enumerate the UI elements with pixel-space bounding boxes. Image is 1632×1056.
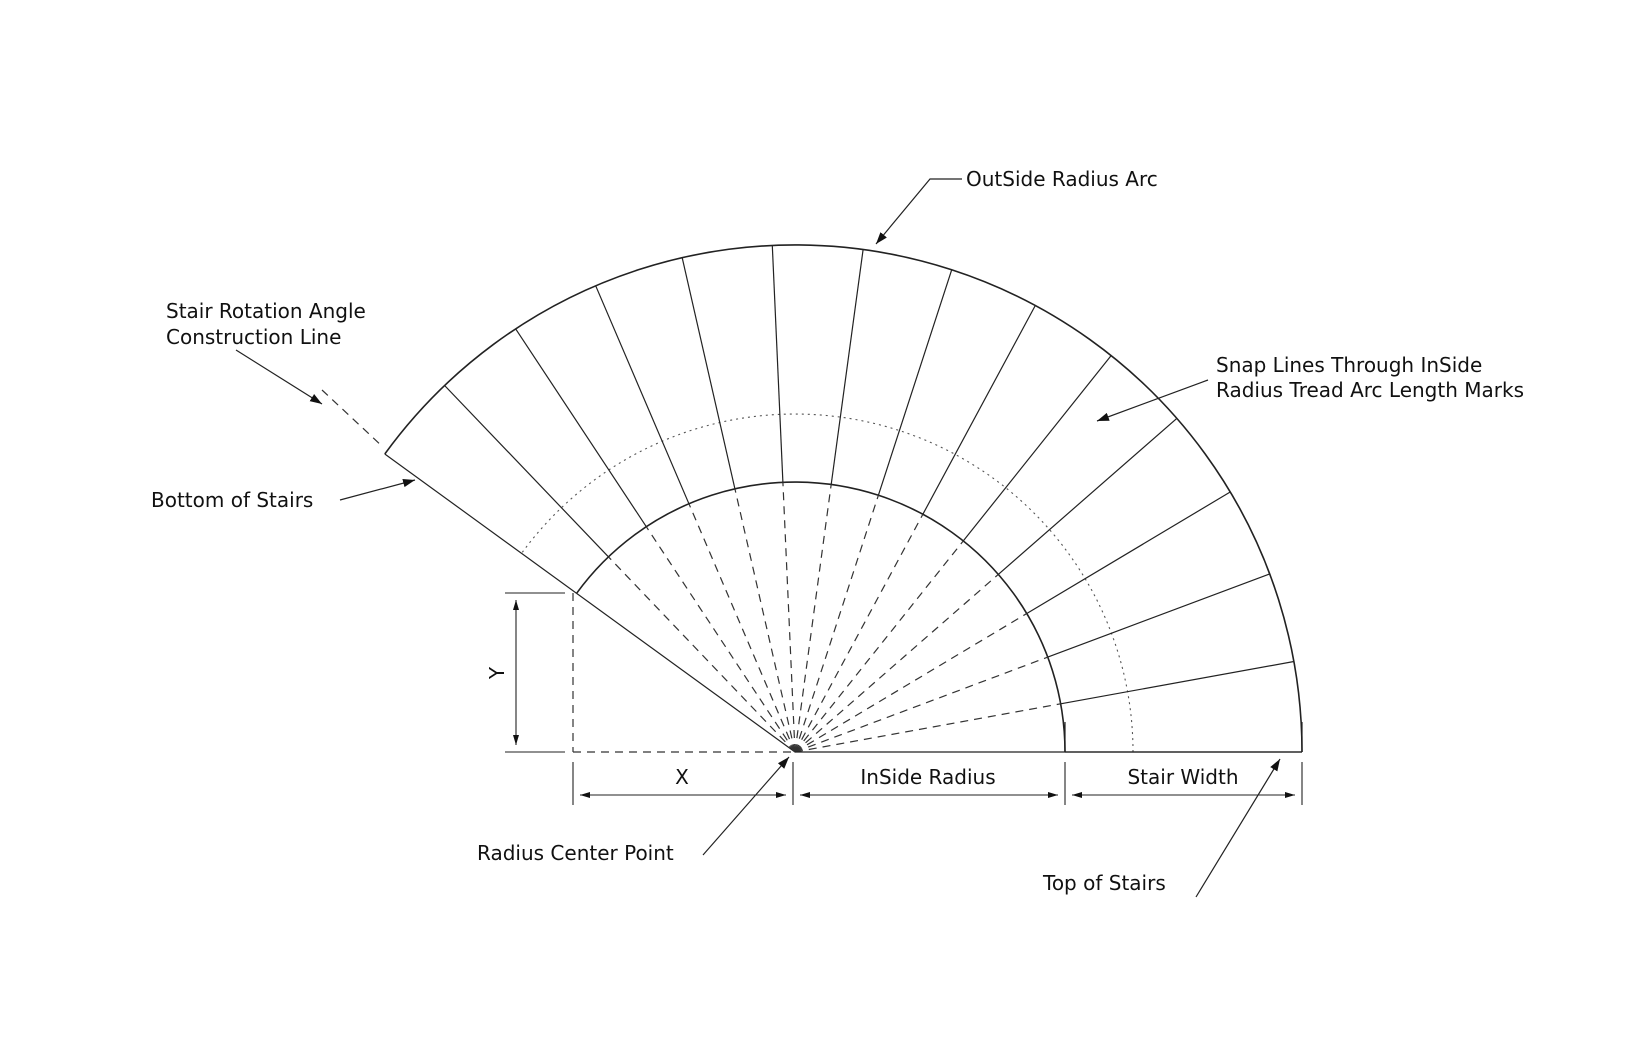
rotation-line-label-2: Construction Line [166,325,341,349]
snap-line [794,612,1028,753]
tread-line [771,245,784,483]
bottom-of-stairs-label: Bottom of Stairs [151,488,313,512]
tread-line [997,417,1178,575]
stair-width-label: Stair Width [1127,765,1238,789]
top-of-stairs-label: Top of Stairs [1042,871,1166,895]
snap-line [794,495,879,753]
snap-lines-label-2: Radius Tread Arc Length Marks [1216,378,1524,402]
callout-top-of-stairs: Top of Stairs [1042,758,1281,898]
tread-line [830,249,864,485]
radius-center-point-label: Radius Center Point [477,841,674,865]
tread-line [962,355,1112,542]
snap-line [794,703,1061,753]
tread-lines [384,245,1303,753]
dim-x-label: X [675,765,689,789]
tread-line [877,269,953,496]
callout-snap-lines: Snap Lines Through InSide Radius Tread A… [1096,353,1524,422]
snap-line [794,573,999,753]
snap-line [794,656,1049,753]
tread-line [922,305,1036,515]
outside-arc-path [384,244,1303,753]
tread-line [1026,491,1231,615]
snap-line [645,526,796,753]
callout-radius-center-point: Radius Center Point [477,756,790,865]
dimension-y: Y [485,592,565,753]
snap-line [688,503,796,753]
snap-line [794,484,832,753]
callout-outside-radius-arc: OutSide Radius Arc [875,167,1158,245]
tread-line [444,385,609,558]
tread-line [515,328,647,528]
snap-lines-label-1: Snap Lines Through InSide [1216,353,1482,377]
inside-arc-path [575,481,1066,753]
tread-line-bottom [384,453,796,753]
callout-rotation-line: Stair Rotation Angle Construction Line [166,299,366,405]
inside-radius-arc [575,481,1066,753]
rotation-construction-line [321,389,384,448]
callout-bottom-of-stairs: Bottom of Stairs [151,479,416,512]
outside-radius-arc [384,244,1303,753]
snap-line [782,482,796,753]
dim-y-label: Y [485,666,509,680]
tread-line [681,257,736,489]
snap-line [607,556,796,753]
snap-line [794,513,924,753]
outside-radius-arc-label: OutSide Radius Arc [966,167,1158,191]
inside-radius-label: InSide Radius [860,765,995,789]
dimension-row: X InSide Radius Stair Width [572,762,1303,805]
tread-line [595,285,690,504]
tread-line [1060,660,1295,705]
snap-line [794,540,964,753]
tread-line [1047,573,1270,658]
rotation-line-label-1: Stair Rotation Angle [166,299,366,323]
snap-line [734,488,796,753]
walkline-arc-path [521,413,1134,753]
snap-lines [607,482,1061,753]
walkline-arc [521,413,1134,753]
